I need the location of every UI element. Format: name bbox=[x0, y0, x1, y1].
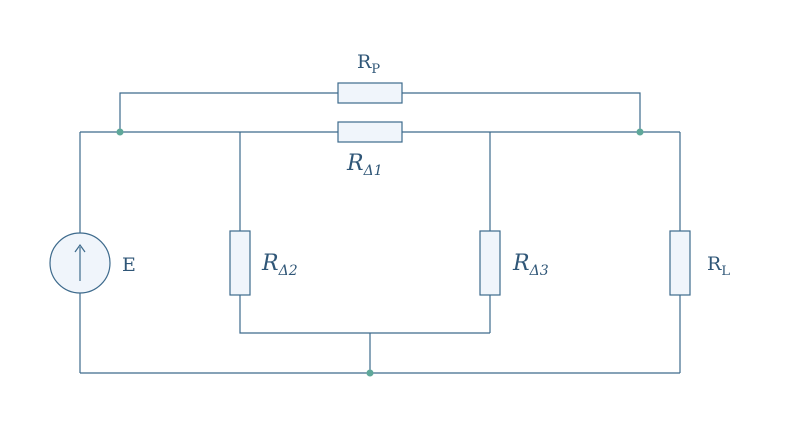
source-arrow-head bbox=[74, 243, 86, 253]
resistor-rp bbox=[337, 82, 403, 104]
junction-node-top-left bbox=[116, 128, 124, 136]
label-r-delta-3-main: R bbox=[512, 251, 530, 276]
label-r-delta-3-sub: Δ3 bbox=[529, 263, 549, 279]
label-r-delta-3: RΔ3 bbox=[512, 251, 549, 279]
label-r-delta-1-main: R bbox=[346, 151, 364, 176]
label-r-delta-2-sub: Δ2 bbox=[278, 263, 298, 279]
junction-node-top-right bbox=[636, 128, 644, 136]
junction-node-bottom bbox=[366, 369, 374, 377]
label-rp: RP bbox=[357, 51, 380, 77]
label-r-delta-2: RΔ2 bbox=[261, 251, 298, 279]
resistor-r-delta-1 bbox=[337, 121, 403, 143]
label-source-e: E bbox=[122, 254, 136, 276]
resistor-r-delta-2 bbox=[229, 230, 251, 296]
label-rl-main: R bbox=[707, 253, 722, 275]
label-rp-main: R bbox=[357, 51, 372, 73]
label-rl: RL bbox=[707, 253, 730, 279]
resistor-rl bbox=[669, 230, 691, 296]
label-r-delta-1-sub: Δ1 bbox=[363, 163, 383, 179]
resistor-r-delta-3 bbox=[479, 230, 501, 296]
label-rp-sub: P bbox=[371, 62, 380, 77]
label-rl-sub: L bbox=[721, 264, 730, 279]
wire-rp-left bbox=[119, 92, 338, 132]
voltage-source bbox=[49, 232, 111, 294]
label-r-delta-2-main: R bbox=[261, 251, 279, 276]
wire-rd2-bottom bbox=[239, 295, 490, 334]
wire-rp-right bbox=[402, 92, 641, 132]
label-r-delta-1: RΔ1 bbox=[346, 151, 383, 179]
